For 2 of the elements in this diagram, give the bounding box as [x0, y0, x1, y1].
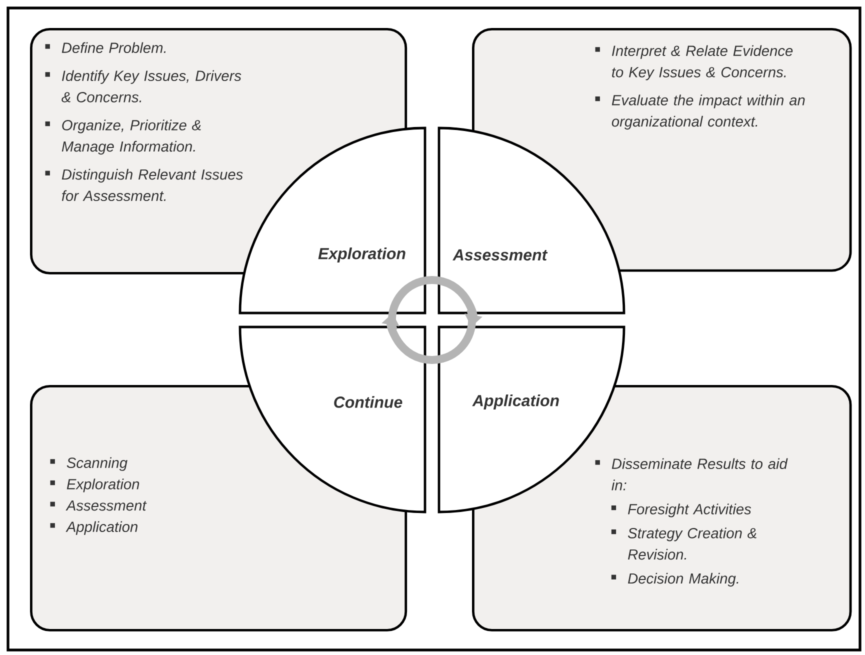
quadrant-wedge: Continue: [238, 326, 426, 514]
quadrant-wedge: Assessment: [438, 126, 626, 314]
